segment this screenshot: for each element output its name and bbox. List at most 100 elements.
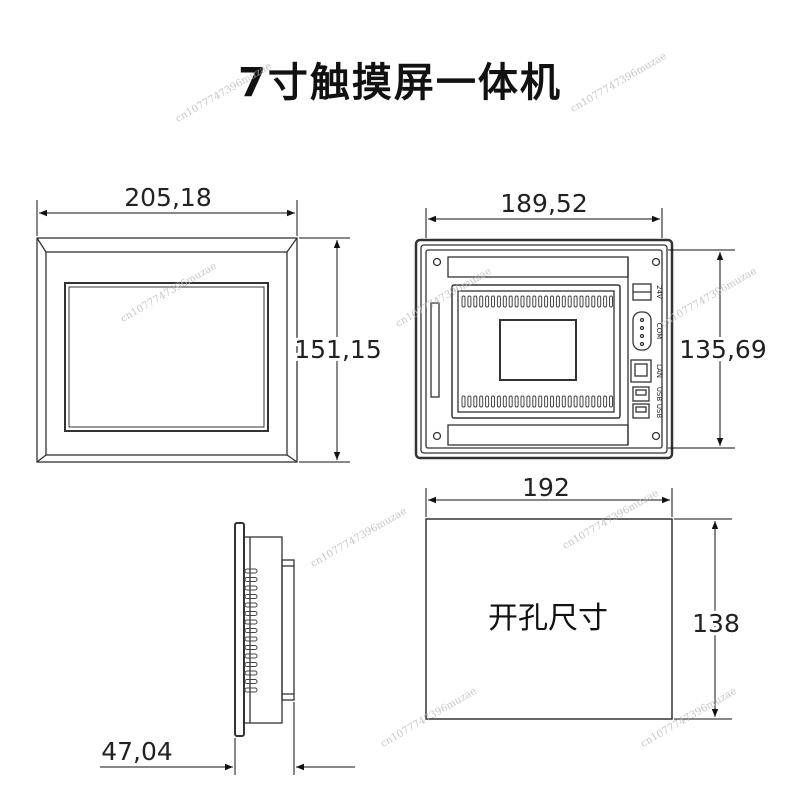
vent-slot [244, 687, 258, 693]
vent-slot [603, 295, 608, 308]
vent-slot [502, 295, 507, 308]
watermark: cn1077747396muzae [639, 686, 739, 750]
vent-slot [561, 395, 566, 408]
side-vents [244, 568, 258, 693]
vent-slot [491, 395, 495, 408]
serial-port-label: COM [655, 323, 663, 339]
vent-slot [244, 636, 258, 642]
usb-port-label: USB [655, 404, 663, 419]
cutout-height-label: 138 [692, 609, 740, 638]
vent-slot [514, 295, 519, 308]
cutout-height-dimension [674, 518, 732, 720]
power-port-label: 24V [655, 285, 663, 299]
vent-slot [526, 395, 531, 408]
vent-slot [609, 295, 613, 308]
vent-slot [244, 577, 258, 582]
bottom-slot [447, 424, 629, 446]
side-view [234, 522, 295, 737]
vent-slot [550, 295, 554, 308]
cutout-outline [425, 518, 673, 720]
watermark: cn1077747396muzae [379, 686, 479, 750]
vent-slot [485, 295, 490, 308]
front-view [36, 237, 298, 463]
back-view [414, 238, 674, 460]
vent-slot [508, 395, 513, 408]
screw-hole [651, 431, 661, 441]
vent-slot [544, 295, 549, 308]
vent-slot [244, 611, 258, 616]
side-rear-cover [281, 559, 295, 701]
watermark: cn1077747396muzae [394, 266, 494, 330]
vent-slot [567, 395, 572, 408]
vent-slot [502, 395, 507, 408]
usb-port-label: USB [655, 387, 663, 402]
vent-slot [538, 295, 543, 308]
vent-slot [544, 395, 549, 408]
vent-slot [555, 395, 560, 408]
depth-label: 47,04 [101, 737, 173, 766]
vent-slot [244, 619, 258, 625]
vent-slot [526, 295, 531, 308]
watermark: cn1077747396muzae [174, 61, 274, 125]
back-vents-bottom [461, 395, 613, 408]
depth-dimension [100, 702, 355, 775]
vent-slot [496, 295, 501, 308]
vent-slot [573, 395, 578, 408]
vent-slot [532, 395, 537, 408]
watermark: cn1077747396muzae [119, 261, 219, 325]
vent-slot [538, 395, 543, 408]
vent-slot [555, 295, 560, 308]
vent-slot [591, 295, 596, 308]
vent-slot [591, 395, 596, 408]
vent-slot [597, 395, 602, 408]
vent-slot [491, 295, 495, 308]
vent-slot [585, 295, 590, 308]
vent-slot [244, 645, 258, 650]
vent-slot [244, 679, 258, 684]
back-width-dimension [425, 208, 663, 238]
watermark: cn1077747396muzae [309, 506, 409, 570]
screw-hole [432, 431, 442, 441]
vent-slot [461, 395, 466, 408]
vent-slot [244, 568, 258, 574]
usb-port [632, 386, 650, 402]
vent-slot [467, 395, 472, 408]
vent-slot [514, 395, 519, 408]
vent-slot [473, 295, 478, 308]
vent-slot [467, 295, 472, 308]
side-slot [430, 302, 440, 398]
vent-slot [244, 628, 258, 633]
vent-slot [461, 295, 466, 308]
vent-slot [579, 295, 584, 308]
vent-slot [473, 395, 478, 408]
vent-slot [585, 395, 590, 408]
vent-slot [567, 295, 572, 308]
vent-slot [496, 395, 501, 408]
vent-slot [244, 662, 258, 667]
vent-slot [603, 395, 608, 408]
front-height-dimension [299, 237, 350, 463]
vent-slot [485, 395, 490, 408]
vent-slot [508, 295, 513, 308]
front-width-dimension [36, 200, 298, 236]
vent-slot [573, 295, 578, 308]
vent-slot [609, 395, 613, 408]
page-title: 7寸触摸屏一体机 [238, 60, 562, 106]
back-label-window [499, 319, 577, 381]
front-bezel-inner [45, 251, 288, 456]
cutout-width-dimension [425, 488, 673, 517]
side-front-bezel [234, 522, 245, 737]
lan-port-label: LAN [655, 364, 663, 378]
watermark: cn1077747396muzae [561, 488, 661, 552]
cutout-label: 开孔尺寸 [488, 601, 608, 636]
watermark: cn1077747396muzae [569, 51, 669, 115]
back-housing-outer [414, 238, 674, 460]
vent-slot [520, 395, 525, 408]
vent-slot [597, 295, 602, 308]
front-bezel-outer [36, 237, 298, 463]
back-vents-top [461, 295, 613, 308]
front-screen [64, 282, 269, 432]
vent-slot [244, 602, 258, 608]
vent-slot [550, 395, 554, 408]
